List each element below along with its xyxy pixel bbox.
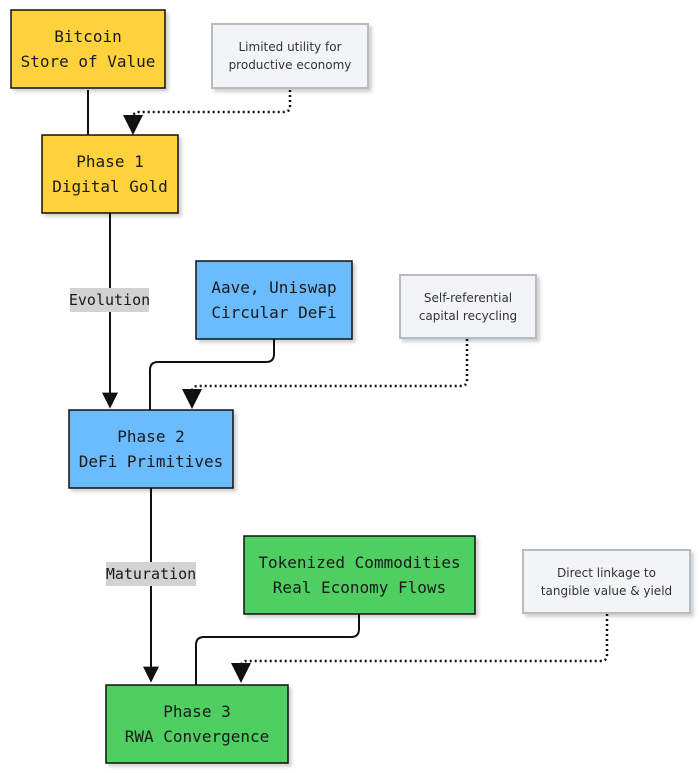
node-phase1-line2: Digital Gold xyxy=(52,177,168,196)
note-direct-linkage-line1: Direct linkage to xyxy=(557,566,656,580)
note-direct-linkage: Direct linkage to tangible value & yield xyxy=(522,549,691,614)
edge-label-maturation-text: Maturation xyxy=(106,565,196,583)
node-phase3-line1: Phase 3 xyxy=(163,702,230,721)
node-phase3: Phase 3 RWA Convergence xyxy=(105,684,289,764)
node-phase2-line2: DeFi Primitives xyxy=(79,452,224,471)
edge-label-evolution-text: Evolution xyxy=(69,291,150,309)
node-phase1: Phase 1 Digital Gold xyxy=(41,134,179,214)
edge-label-evolution: Evolution xyxy=(69,288,150,312)
node-phase2-line1: Phase 2 xyxy=(117,427,184,446)
node-phase3-line2: RWA Convergence xyxy=(125,727,270,746)
note-self-referential-line1: Self-referential xyxy=(424,291,512,305)
node-tokenized: Tokenized Commodities Real Economy Flows xyxy=(243,535,476,615)
node-tokenized-line1: Tokenized Commodities xyxy=(258,553,460,572)
note-limited-utility-line1: Limited utility for xyxy=(239,40,342,54)
note-self-referential-line2: capital recycling xyxy=(419,309,517,323)
note-self-referential: Self-referential capital recycling xyxy=(399,274,537,339)
node-aave-line1: Aave, Uniswap xyxy=(211,278,336,297)
connector-direct-note-phase3 xyxy=(231,614,609,683)
node-bitcoin-line1: Bitcoin xyxy=(54,27,121,46)
node-aave: Aave, Uniswap Circular DeFi xyxy=(195,260,353,340)
node-bitcoin: Bitcoin Store of Value xyxy=(10,9,166,89)
connector-tokenized-phase3 xyxy=(195,614,360,685)
connector-selfref-note-phase2 xyxy=(182,339,469,409)
connector-limited-note-phase1 xyxy=(123,90,292,135)
note-limited-utility-line2: productive economy xyxy=(229,58,352,72)
node-phase1-line1: Phase 1 xyxy=(76,152,143,171)
node-bitcoin-line2: Store of Value xyxy=(21,52,156,71)
connector-aave-phase2 xyxy=(149,339,275,410)
node-aave-line2: Circular DeFi xyxy=(211,303,336,322)
note-direct-linkage-line2: tangible value & yield xyxy=(541,584,672,598)
node-phase2: Phase 2 DeFi Primitives xyxy=(68,409,234,489)
note-limited-utility: Limited utility for productive economy xyxy=(211,23,369,89)
edge-label-maturation: Maturation xyxy=(106,562,196,586)
node-tokenized-line2: Real Economy Flows xyxy=(273,578,446,597)
